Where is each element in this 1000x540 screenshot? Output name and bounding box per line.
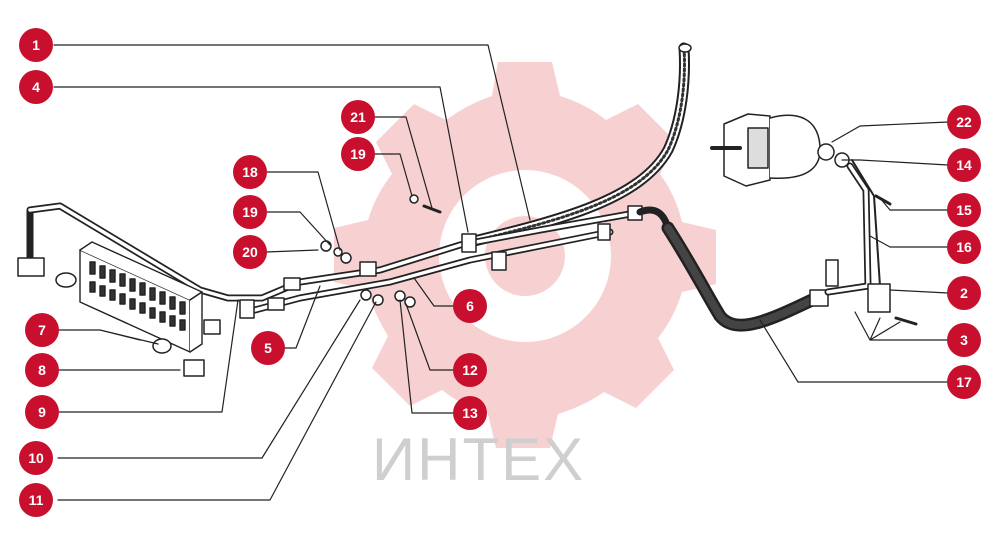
callout-17: 17 — [947, 365, 981, 399]
callouts: 1 4 21 19 18 19 20 22 14 15 16 2 3 17 6 … — [19, 28, 981, 517]
callout-20: 20 — [233, 235, 267, 269]
callout-6: 6 — [453, 289, 487, 323]
callout-21: 21 — [341, 100, 375, 134]
callout-7: 7 — [25, 313, 59, 347]
callout-5: 5 — [251, 331, 285, 365]
svg-text:16: 16 — [956, 239, 972, 255]
svg-text:19: 19 — [242, 204, 258, 220]
hydraulic-motor — [710, 113, 850, 187]
callout-8: 8 — [25, 353, 59, 387]
callout-19-lower: 19 — [233, 195, 267, 229]
watermark-text: ИНТЕХ — [372, 426, 585, 493]
parts-drawing — [17, 42, 949, 501]
callout-11: 11 — [19, 483, 53, 517]
callout-13: 13 — [453, 396, 487, 430]
svg-text:19: 19 — [350, 146, 366, 162]
callout-15: 15 — [947, 193, 981, 227]
valve-block — [79, 241, 203, 353]
svg-text:7: 7 — [38, 322, 46, 338]
svg-text:18: 18 — [242, 164, 258, 180]
svg-text:1: 1 — [32, 37, 40, 53]
watermark-gear-icon — [334, 62, 716, 448]
svg-text:2: 2 — [960, 285, 968, 301]
svg-text:4: 4 — [32, 79, 40, 95]
callout-9: 9 — [25, 395, 59, 429]
svg-text:15: 15 — [956, 202, 972, 218]
svg-text:13: 13 — [462, 405, 478, 421]
callout-14: 14 — [947, 148, 981, 182]
callout-16: 16 — [947, 230, 981, 264]
callout-3: 3 — [947, 323, 981, 357]
callout-19-upper: 19 — [341, 137, 375, 171]
svg-text:11: 11 — [29, 492, 44, 508]
callout-1: 1 — [19, 28, 53, 62]
svg-text:3: 3 — [960, 332, 968, 348]
callout-4: 4 — [19, 70, 53, 104]
svg-text:10: 10 — [28, 450, 44, 466]
callout-2: 2 — [947, 276, 981, 310]
svg-text:6: 6 — [466, 298, 474, 314]
svg-text:17: 17 — [956, 374, 972, 390]
callout-10: 10 — [19, 441, 53, 475]
svg-text:14: 14 — [956, 157, 972, 173]
leader-lines — [53, 44, 949, 501]
svg-text:9: 9 — [38, 404, 46, 420]
callout-12: 12 — [453, 353, 487, 387]
svg-text:8: 8 — [38, 362, 46, 378]
svg-text:5: 5 — [264, 340, 272, 356]
svg-text:21: 21 — [350, 109, 366, 125]
svg-text:20: 20 — [242, 244, 258, 260]
callout-22: 22 — [947, 105, 981, 139]
svg-text:12: 12 — [462, 362, 478, 378]
callout-18: 18 — [233, 155, 267, 189]
svg-text:22: 22 — [956, 114, 972, 130]
